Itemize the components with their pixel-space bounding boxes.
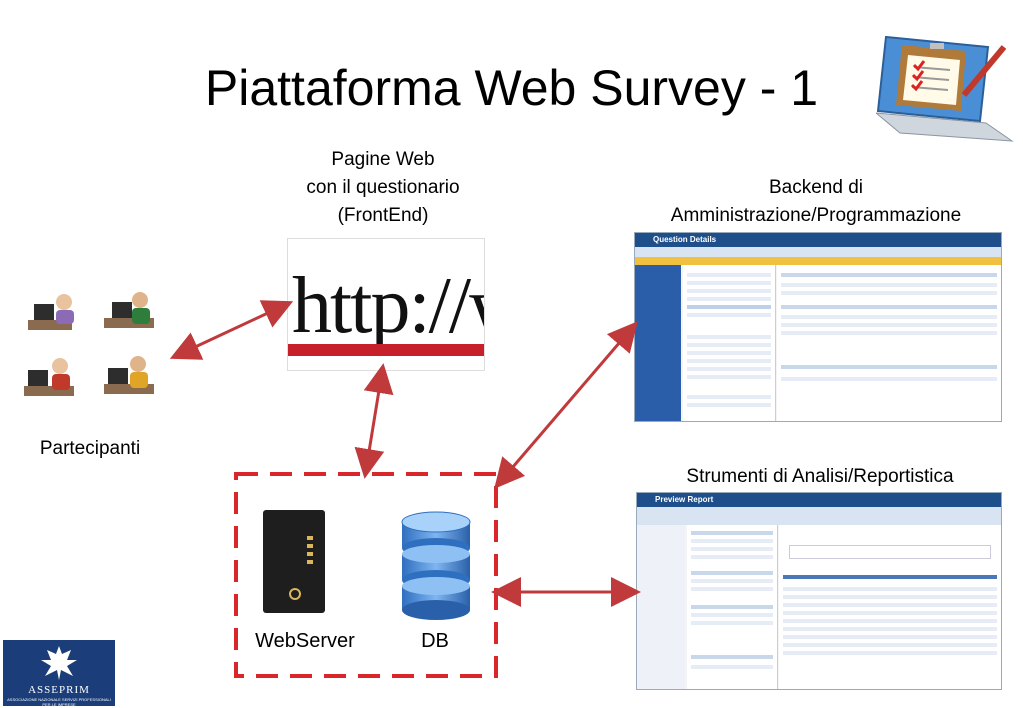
- backend-screenshot-titlebar: Question Details: [635, 233, 1001, 247]
- frontend-label-line1: Pagine Web: [331, 149, 435, 170]
- backend-details-pane: [777, 265, 1001, 421]
- backend-menu-bar: [635, 247, 1001, 257]
- frontend-label: Pagine Web con il questionario (FrontEnd…: [278, 146, 488, 230]
- http-url-text: http://ww: [292, 262, 484, 350]
- webserver-icon: [263, 510, 325, 613]
- http-url-image: http://ww: [287, 238, 485, 371]
- analysis-tree-pane: [687, 525, 778, 689]
- survey-laptop-icon: [876, 35, 1014, 142]
- http-underline-bar: [288, 344, 484, 356]
- analysis-toolbar: [637, 517, 1001, 525]
- asseprim-logo-subtitle: ASSOCIAZIONE NAZIONALE SERVIZI PROFESSIO…: [7, 697, 111, 707]
- asseprim-logo-name: ASSEPRIM: [28, 684, 90, 696]
- frontend-label-line3: (FrontEnd): [337, 205, 429, 226]
- webserver-label: WebServer: [255, 630, 355, 652]
- arrow-participants-frontend: [169, 300, 294, 360]
- db-label: DB: [421, 630, 449, 652]
- analysis-report-pane: [779, 525, 1001, 689]
- eagle-emblem-icon: [41, 646, 77, 680]
- analysis-screenshot-titlebar: Preview Report: [637, 493, 1001, 507]
- analysis-label: Strumenti di Analisi/Reportistica: [686, 466, 954, 487]
- frontend-label-line2: con il questionario: [306, 177, 460, 198]
- participants-at-computers-image: [24, 292, 154, 396]
- arrow-frontend-webserver: [354, 363, 394, 479]
- database-icon: [401, 511, 471, 620]
- backend-label-line2: Amministrazione/Programmazione: [670, 205, 962, 226]
- backend-screenshot: Question Details: [634, 232, 1002, 422]
- analysis-sidebar: [637, 525, 685, 689]
- backend-toolbar: [635, 257, 1001, 265]
- asseprim-logo: ASSEPRIM ASSOCIAZIONE NAZIONALE SERVIZI …: [3, 640, 115, 707]
- backend-tree-pane: [683, 265, 776, 421]
- analysis-menu-bar: [637, 507, 1001, 517]
- arrow-db-backend: [494, 321, 638, 489]
- backend-label-line1: Backend di: [768, 177, 863, 198]
- participants-label: Partecipanti: [39, 438, 141, 459]
- server-db-group-box: [234, 472, 498, 678]
- backend-label: Backend di Amministrazione/Programmazion…: [630, 174, 1002, 230]
- page-title: Piattaforma Web Survey - 1: [204, 60, 819, 116]
- backend-sidebar: [635, 265, 681, 421]
- analysis-screenshot: Preview Report: [636, 492, 1002, 690]
